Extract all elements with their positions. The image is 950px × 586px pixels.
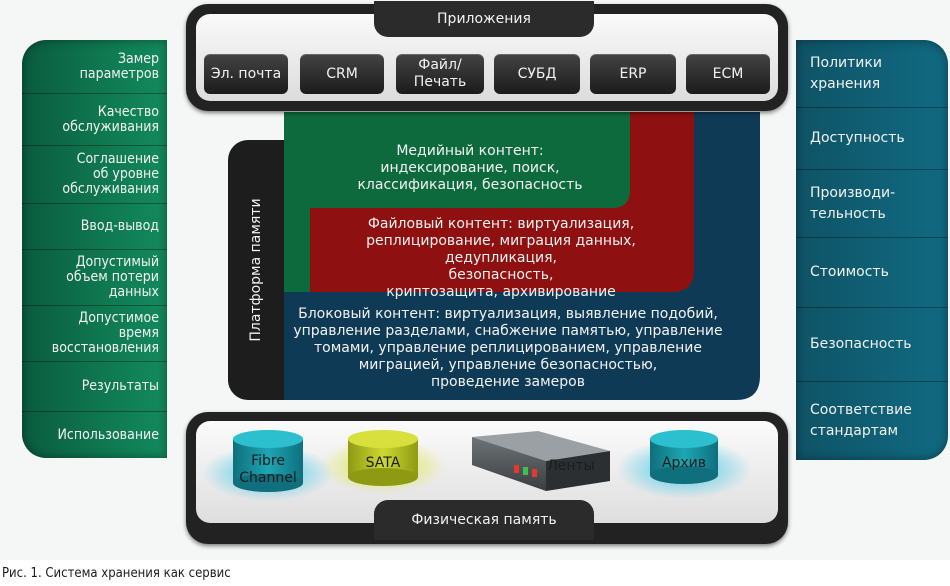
diagram-canvas: Замер параметров Качество обслуживания С… [22, 1, 948, 544]
sata-disk-top [348, 430, 418, 448]
app-dbms: СУБД [494, 54, 580, 94]
applications-title: Приложения [437, 11, 531, 27]
tape-device-front [546, 451, 610, 491]
archive-label: Архив [661, 455, 707, 471]
left-item-label: Замер параметров [79, 50, 159, 82]
tapes-label: Ленты [547, 458, 595, 474]
left-item-label: Соглашение об уровне обслуживания [62, 151, 159, 197]
app-erp: ERP [590, 54, 676, 94]
left-item-label: Результаты [81, 378, 159, 394]
app-label: СУБД [517, 65, 557, 82]
left-item: Допустимый объем потери данных [22, 250, 167, 306]
physical-storage-frame: Fibre Channel SATA Ленты Архив Физическа… [186, 412, 788, 544]
right-item-label: Соответствие стандартам [810, 402, 912, 439]
right-item-label: Стоимость [810, 264, 889, 280]
right-item: Политики хранения [796, 40, 948, 108]
file-content-text: Файловый контент: виртуализация, реплици… [366, 216, 636, 300]
physical-storage-panel: Fibre Channel SATA Ленты Архив [196, 421, 778, 523]
physical-storage-title-bar: Физическая память [374, 500, 594, 540]
sata-label: SATA [365, 455, 401, 471]
platform-bar [228, 140, 284, 400]
left-item-label: Допустимое время восстановления [51, 310, 159, 356]
archive-disk-top [650, 430, 718, 448]
left-item: Допустимое время восстановления [22, 306, 167, 362]
storage-devices [202, 430, 752, 501]
app-label: CRM [326, 65, 358, 82]
app-ecm: ECM [686, 54, 770, 94]
app-crm: CRM [300, 54, 384, 94]
left-item-label: Ввод-вывод [80, 218, 159, 234]
right-item: Соответствие стандартам [796, 382, 948, 460]
fibre-channel-disk-bottom [233, 474, 303, 492]
applications-panel: Эл. почта CRM Файл/ Печать СУБД ERP ECM [196, 14, 778, 101]
left-item: Ввод-вывод [22, 204, 167, 250]
right-item-label: Безопасность [810, 336, 912, 352]
tape-device-icon [472, 437, 546, 491]
right-item-label: Политики хранения [810, 54, 882, 92]
right-policies-column: Политики хранения Доступность Производи-… [796, 40, 948, 460]
left-item: Качество обслуживания [22, 94, 167, 146]
left-item: Соглашение об уровне обслуживания [22, 146, 167, 204]
applications-title-bar: Приложения [374, 1, 594, 37]
right-item: Стоимость [796, 238, 948, 308]
left-item-label: Использование [57, 426, 159, 443]
tape-led-red [514, 465, 519, 473]
applications-frame: Эл. почта CRM Файл/ Печать СУБД ERP ECM … [186, 1, 788, 111]
tape-device-top [472, 431, 610, 461]
app-file-print: Файл/ Печать [396, 54, 484, 94]
left-item-label: Качество обслуживания [62, 103, 159, 135]
app-label: ERP [619, 65, 647, 82]
figure-caption: Рис. 1. Система хранения как сервис [2, 566, 231, 581]
tape-led-red-2 [532, 469, 537, 477]
tape-led-green [523, 467, 528, 475]
right-item-label: Доступность [810, 130, 905, 146]
right-item: Безопасность [796, 308, 948, 382]
block-content-text: Блоковый контент: виртуализация, выявлен… [293, 306, 723, 390]
left-item: Результаты [22, 362, 167, 412]
right-item-label: Производи- тельность [810, 184, 896, 222]
content-blocks [283, 112, 760, 400]
archive-disk-bottom [650, 466, 718, 484]
app-label: Файл/ Печать [413, 57, 467, 90]
right-item: Производи- тельность [796, 170, 948, 238]
left-metrics-column: Замер параметров Качество обслуживания С… [22, 40, 167, 458]
left-item-label: Допустимый объем потери данных [66, 254, 159, 300]
right-item: Доступность [796, 108, 948, 170]
app-label: Эл. почта [210, 65, 282, 82]
sata-disk-bottom [348, 468, 418, 486]
fibre-channel-disk-top [233, 430, 303, 448]
media-content-shape [284, 112, 630, 292]
app-email: Эл. почта [204, 54, 288, 94]
app-label: ECM [712, 65, 744, 82]
physical-storage-title: Физическая память [411, 512, 557, 528]
platform-label: Платформа памяти [248, 198, 264, 342]
fibre-channel-label: Fibre Channel [239, 453, 297, 486]
media-content-text: Медийный контент: индексирование, поиск,… [357, 143, 583, 193]
left-item: Замер параметров [22, 40, 167, 94]
left-item: Использование [22, 412, 167, 458]
